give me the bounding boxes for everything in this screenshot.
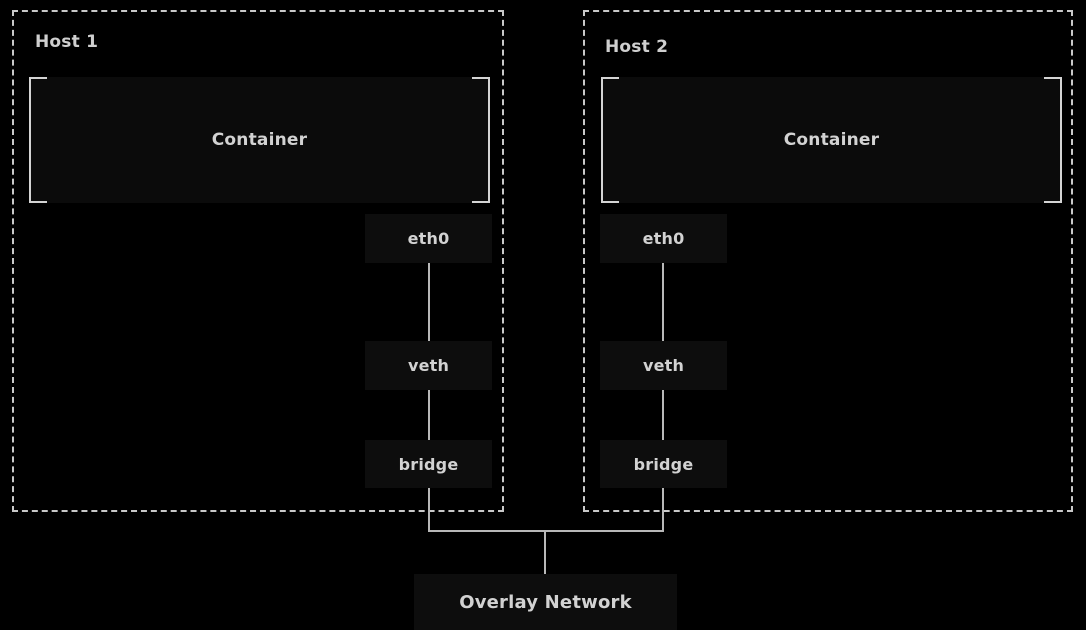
host-1-eth0-label: eth0 (407, 229, 450, 248)
host-1-veth-label: veth (407, 356, 450, 375)
host-2-label: Host 2 (605, 37, 669, 57)
overlay-junction-drop (544, 530, 546, 574)
host-2-eth0-veth-connector (662, 263, 664, 341)
bracket-bottom-right (472, 201, 490, 203)
host-1-bridge-label: bridge (398, 454, 459, 474)
bracket-top-left (601, 77, 619, 79)
bracket-bottom-right (1044, 201, 1062, 203)
host-2-container-box: Container (601, 77, 1062, 203)
host-1-bridge-overlay-drop (428, 488, 430, 532)
bracket-top-left (29, 77, 47, 79)
overlay-junction-bar (428, 530, 664, 532)
host-1-container-label: Container (211, 130, 308, 150)
overlay-network-box: Overlay Network (414, 574, 677, 630)
bracket-bottom-left (601, 201, 619, 203)
bracket-top-right (1044, 77, 1062, 79)
host-2-eth0-label: eth0 (642, 229, 685, 248)
bracket-top-right (472, 77, 490, 79)
bracket-bottom-left (29, 201, 47, 203)
bracket-right-edge (1060, 77, 1062, 203)
host-2-container-label: Container (783, 130, 880, 150)
host-2-veth-bridge-connector (662, 390, 664, 440)
host-2-bridge-overlay-drop (662, 488, 664, 532)
host-1-eth0-box: eth0 (365, 214, 492, 263)
bracket-left-edge (29, 77, 31, 203)
host-2-eth0-box: eth0 (600, 214, 727, 263)
host-1-veth-box: veth (365, 341, 492, 390)
host-2-veth-label: veth (642, 356, 685, 375)
host-1-label: Host 1 (35, 32, 99, 52)
overlay-network-label: Overlay Network (459, 591, 632, 613)
host-2-bridge-label: bridge (633, 454, 694, 474)
host-2-veth-box: veth (600, 341, 727, 390)
bracket-left-edge (601, 77, 603, 203)
host-2-bridge-box: bridge (600, 440, 727, 488)
host-1-eth0-veth-connector (428, 263, 430, 341)
host-1-container-box: Container (29, 77, 490, 203)
bracket-right-edge (488, 77, 490, 203)
host-1-bridge-box: bridge (365, 440, 492, 488)
host-1-veth-bridge-connector (428, 390, 430, 440)
host-2-boundary (583, 10, 1073, 512)
host-1-boundary (12, 10, 504, 512)
